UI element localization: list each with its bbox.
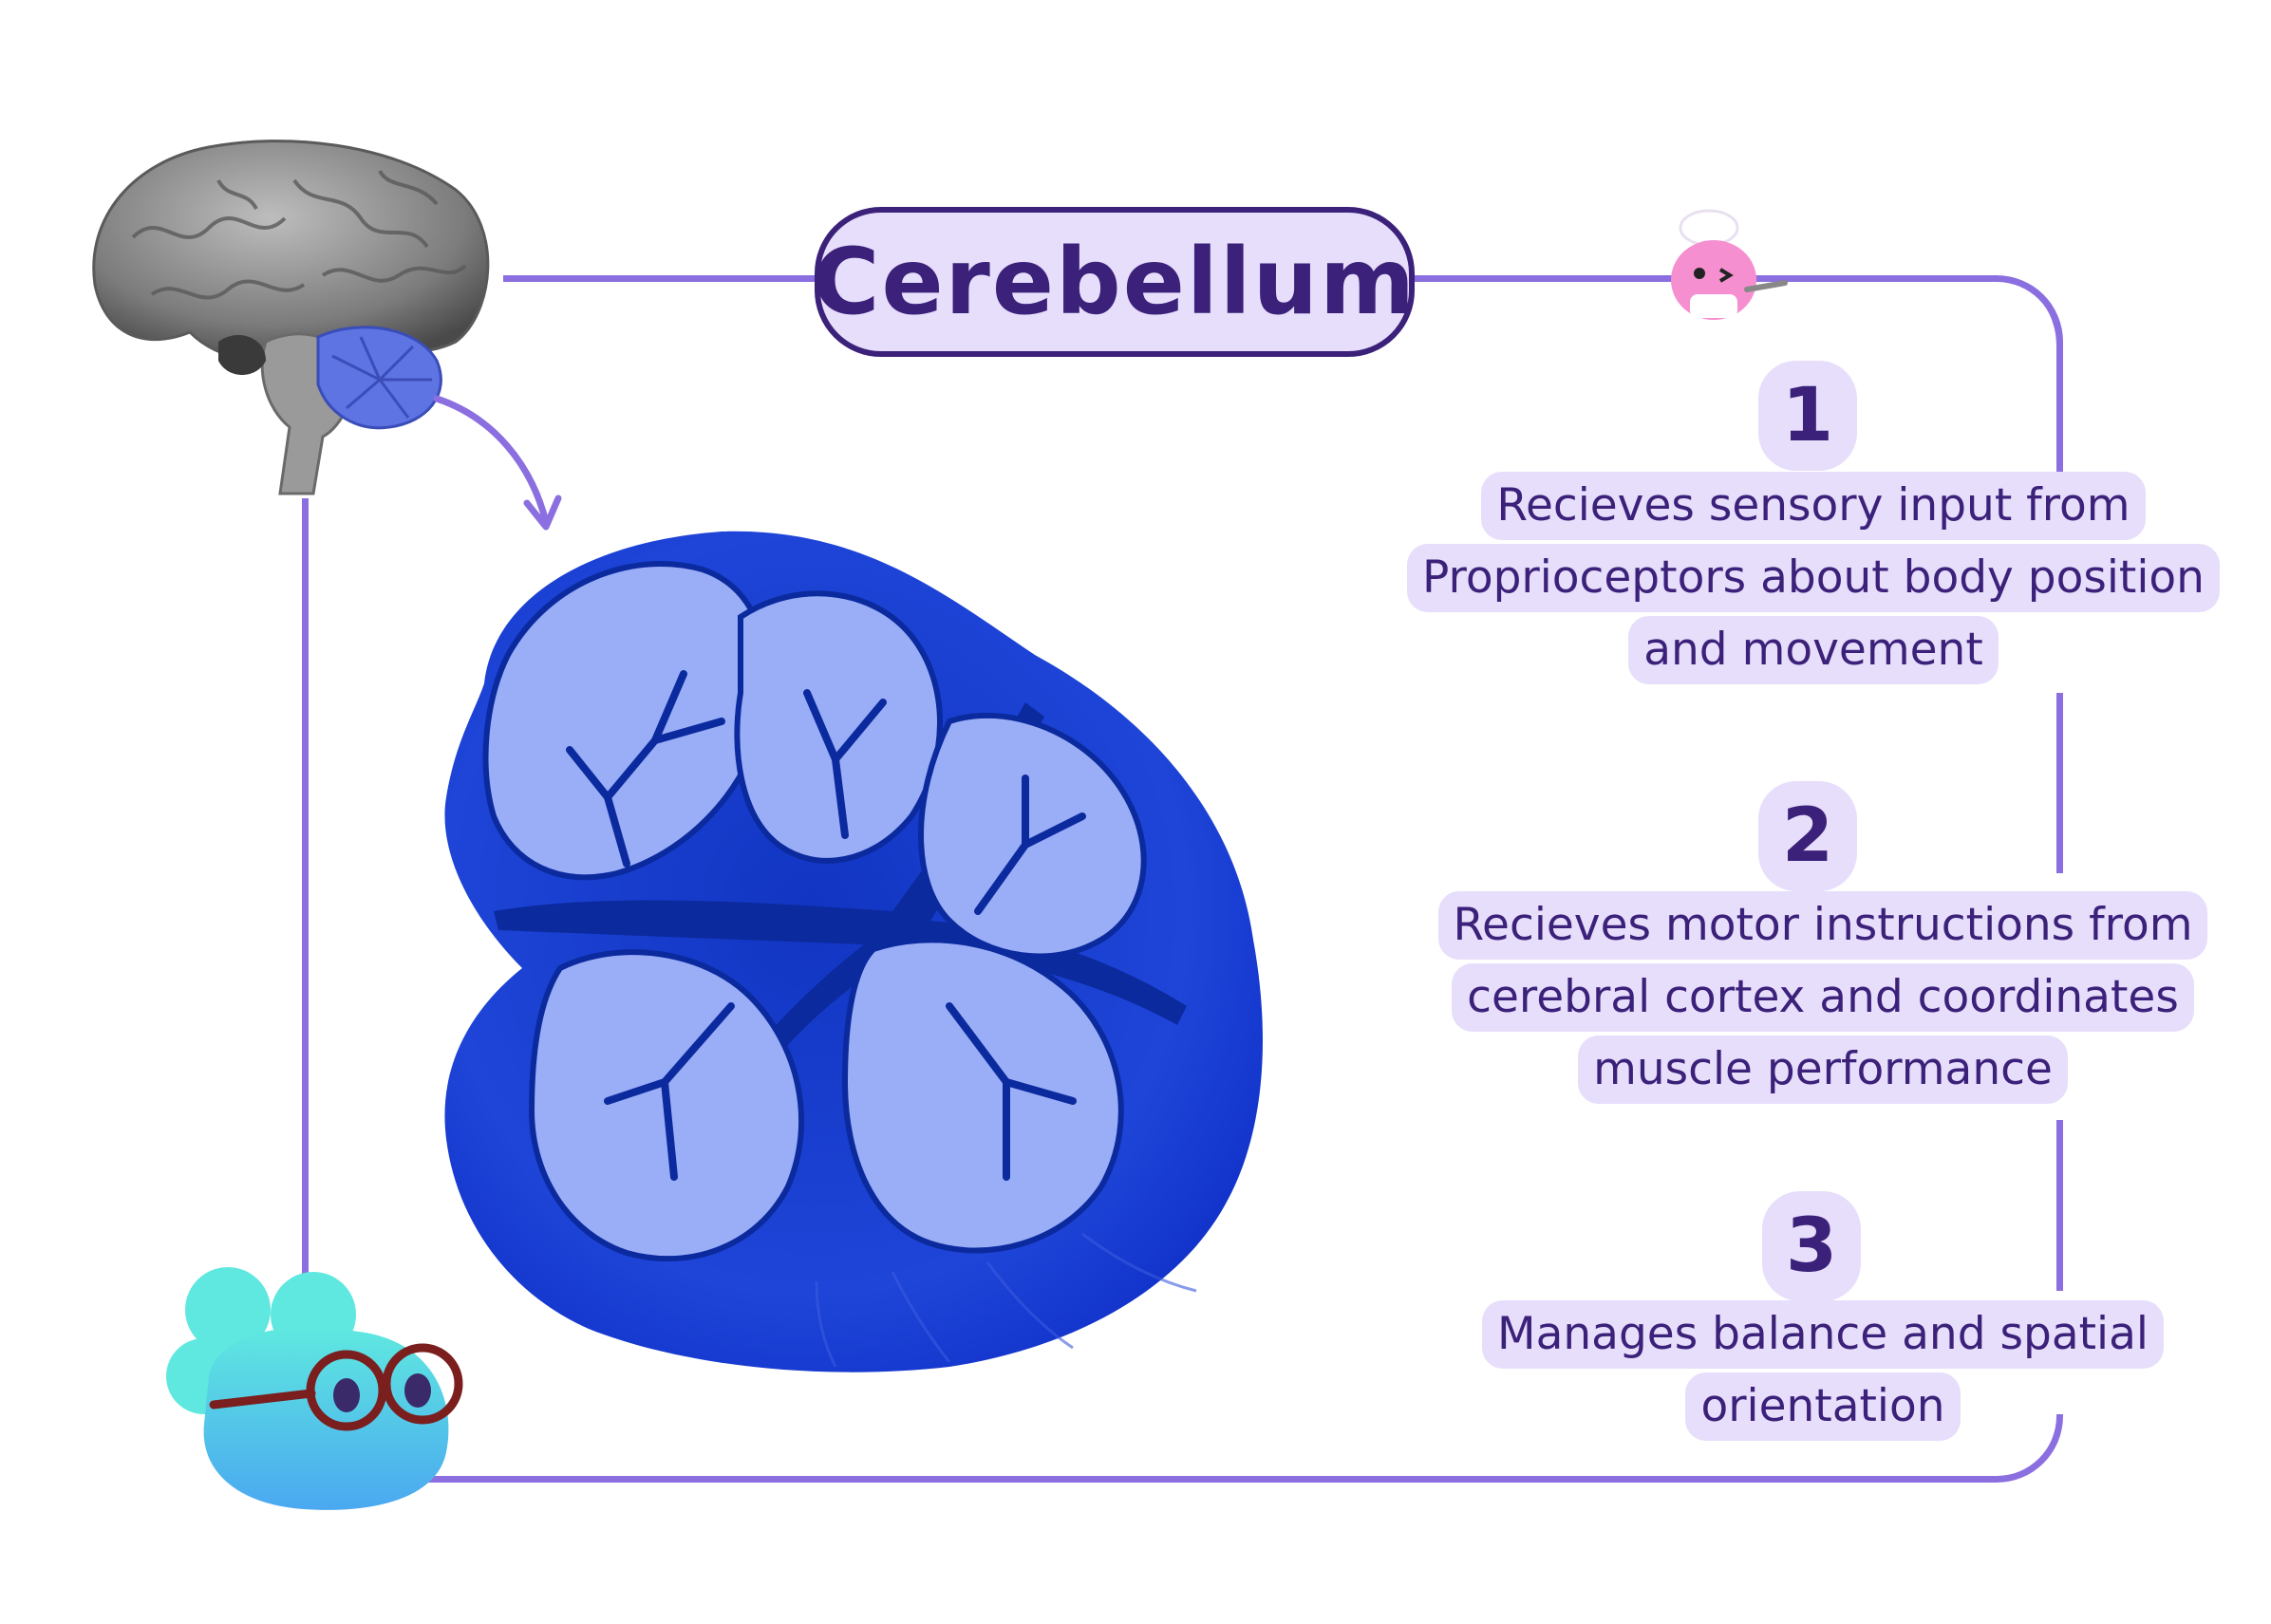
frame-left-line (302, 498, 309, 1483)
item-number-label: 1 (1781, 373, 1834, 458)
arrow-icon (433, 395, 562, 531)
item-line: orientation (1685, 1372, 1961, 1441)
item-number-2: 2 (1758, 781, 1857, 891)
item-line: and movement (1628, 616, 1999, 684)
item-line: muscle performance (1578, 1036, 2068, 1104)
item-number-1: 1 (1758, 361, 1857, 471)
brain-illustration (92, 140, 490, 495)
item-line: Recieves motor instructions from (1437, 891, 2208, 960)
cerebellum-illustration (444, 531, 1263, 1372)
chef-mascot-icon (1671, 209, 1788, 320)
item-description-3: Manages balance and spatial orientation (1367, 1298, 2271, 1443)
page-title: Cerebellum (812, 229, 1417, 335)
item-number-label: 2 (1781, 793, 1834, 879)
title-pill: Cerebellum (812, 207, 1417, 357)
item-description-1: Recieves sensory input from Propriocepto… (1358, 470, 2269, 686)
item-description-2: Recieves motor instructions from cerebra… (1367, 889, 2271, 1106)
item-line: Proprioceptors about body position (1407, 544, 2220, 612)
glasses-mascot-icon (166, 1267, 463, 1510)
item-number-3: 3 (1762, 1191, 1861, 1301)
item-line: Recieves sensory input from (1481, 472, 2146, 540)
item-number-label: 3 (1785, 1204, 1838, 1289)
item-line: cerebral cortex and coordinates (1452, 963, 2194, 1032)
item-line: Manages balance and spatial (1482, 1300, 2164, 1369)
